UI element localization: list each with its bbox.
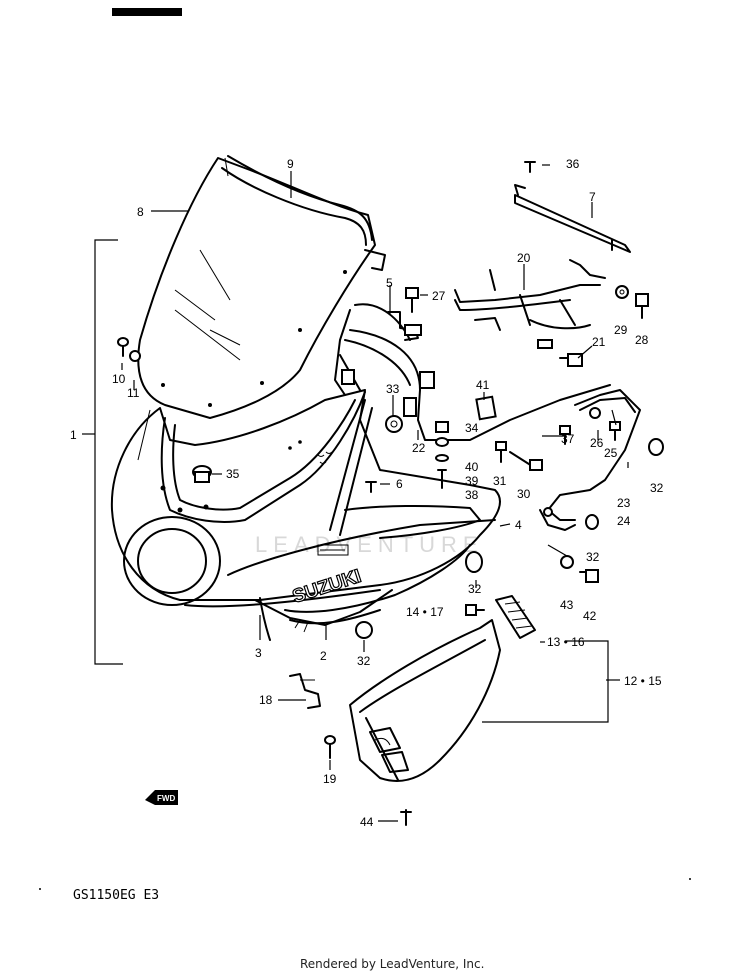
callout-8: 8 bbox=[137, 205, 144, 219]
callout-41: 41 bbox=[476, 378, 490, 392]
callout-26: 26 bbox=[590, 436, 604, 450]
bolt-44 bbox=[400, 809, 412, 826]
callout-33: 33 bbox=[386, 382, 400, 396]
header-fragment bbox=[112, 8, 182, 16]
callout-19: 19 bbox=[323, 772, 337, 786]
callout-32-b: 32 bbox=[586, 550, 600, 564]
callout-42: 42 bbox=[583, 609, 597, 623]
bolt-30 bbox=[509, 451, 543, 471]
bolt-25 bbox=[609, 421, 621, 441]
panel-13-16 bbox=[495, 595, 536, 639]
lower-cowl-12-15 bbox=[349, 619, 501, 782]
model-code: GS1150EG E3 bbox=[73, 888, 159, 903]
callout-18: 18 bbox=[259, 693, 273, 707]
nut-34 bbox=[435, 421, 449, 433]
callout-29: 29 bbox=[614, 323, 628, 337]
leader-lines bbox=[82, 164, 629, 822]
callout-32-a: 32 bbox=[650, 481, 664, 495]
screw-10 bbox=[117, 337, 129, 357]
callout-22: 22 bbox=[412, 441, 426, 455]
callout-32-c: 32 bbox=[468, 582, 482, 596]
callout-13-16: 13 • 16 bbox=[547, 635, 585, 649]
callout-23: 23 bbox=[617, 496, 631, 510]
bolt-14-17 bbox=[465, 604, 485, 616]
callout-39: 39 bbox=[465, 474, 479, 488]
callout-11: 11 bbox=[127, 386, 140, 400]
callout-14-17: 14 • 17 bbox=[406, 605, 444, 619]
callout-25: 25 bbox=[604, 446, 618, 460]
callout-24: 24 bbox=[617, 514, 631, 528]
callout-5: 5 bbox=[386, 276, 393, 290]
callout-labels: 1 2 3 4 5 6 7 8 9 10 11 12 • 15 13 • 16 … bbox=[70, 157, 664, 829]
bracket-23 bbox=[539, 389, 641, 531]
cowl-lower-lip bbox=[254, 589, 393, 633]
cowl-stay-22 bbox=[334, 303, 611, 441]
bolt-21 bbox=[559, 353, 583, 367]
cowl-inner-panel-4 bbox=[317, 504, 481, 556]
bracket-5 bbox=[387, 311, 422, 341]
callout-38: 38 bbox=[465, 488, 479, 502]
callout-35: 35 bbox=[226, 467, 240, 481]
callout-27: 27 bbox=[432, 289, 446, 303]
callout-21: 21 bbox=[592, 335, 606, 349]
callout-12-15: 12 • 15 bbox=[624, 674, 662, 688]
cowl-brand-text: SUZUKI bbox=[290, 566, 364, 608]
callout-1: 1 bbox=[70, 428, 77, 442]
fwd-arrow-icon: FWD bbox=[145, 790, 178, 805]
bolt-28 bbox=[635, 293, 649, 319]
callout-43: 43 bbox=[560, 598, 574, 612]
bolt-35 bbox=[192, 465, 212, 483]
callout-34: 34 bbox=[465, 421, 479, 435]
grommet-32-d bbox=[355, 621, 373, 639]
callout-40: 40 bbox=[465, 460, 479, 474]
callout-4: 4 bbox=[515, 518, 522, 532]
washer-40 bbox=[435, 437, 449, 447]
grommet-32-c bbox=[465, 551, 483, 573]
callout-10: 10 bbox=[112, 372, 126, 386]
callout-3: 3 bbox=[255, 646, 262, 660]
spacer-41 bbox=[475, 395, 497, 421]
callout-7: 7 bbox=[589, 190, 596, 204]
nut-33 bbox=[385, 415, 403, 433]
callout-32-d: 32 bbox=[357, 654, 371, 668]
screw-6 bbox=[365, 481, 377, 493]
callout-37: 37 bbox=[561, 432, 575, 446]
screw-19 bbox=[324, 735, 336, 759]
bolt-38 bbox=[437, 469, 447, 489]
cowl-brand-lettering: SUZUKI bbox=[289, 565, 364, 608]
callout-28: 28 bbox=[635, 333, 649, 347]
callout-44: 44 bbox=[360, 815, 374, 829]
callout-9: 9 bbox=[287, 157, 294, 171]
bracket-1 bbox=[94, 239, 123, 665]
callout-31: 31 bbox=[493, 474, 507, 488]
nut-11 bbox=[129, 350, 141, 362]
bracket-18 bbox=[289, 673, 321, 709]
washer-39 bbox=[435, 454, 449, 462]
windscreen bbox=[137, 155, 386, 419]
bolt-42 bbox=[579, 569, 599, 583]
callout-6: 6 bbox=[396, 477, 403, 491]
bolt-27 bbox=[405, 287, 419, 313]
callout-36: 36 bbox=[566, 157, 580, 171]
callout-30: 30 bbox=[517, 487, 531, 501]
callout-2: 2 bbox=[320, 649, 327, 663]
fwd-label: FWD bbox=[157, 794, 175, 803]
footer-credit: Rendered by LeadVenture, Inc. bbox=[300, 957, 484, 971]
callout-20: 20 bbox=[517, 251, 531, 265]
plate-7 bbox=[514, 184, 631, 253]
grommet-26 bbox=[589, 407, 601, 419]
screw-36 bbox=[524, 161, 536, 173]
grommet-32-b bbox=[585, 514, 599, 530]
nut-43 bbox=[560, 555, 574, 569]
nut-29 bbox=[615, 285, 629, 299]
bolt-31 bbox=[495, 441, 507, 463]
bracket-20 bbox=[454, 259, 606, 349]
grommet-32-a bbox=[648, 438, 664, 456]
